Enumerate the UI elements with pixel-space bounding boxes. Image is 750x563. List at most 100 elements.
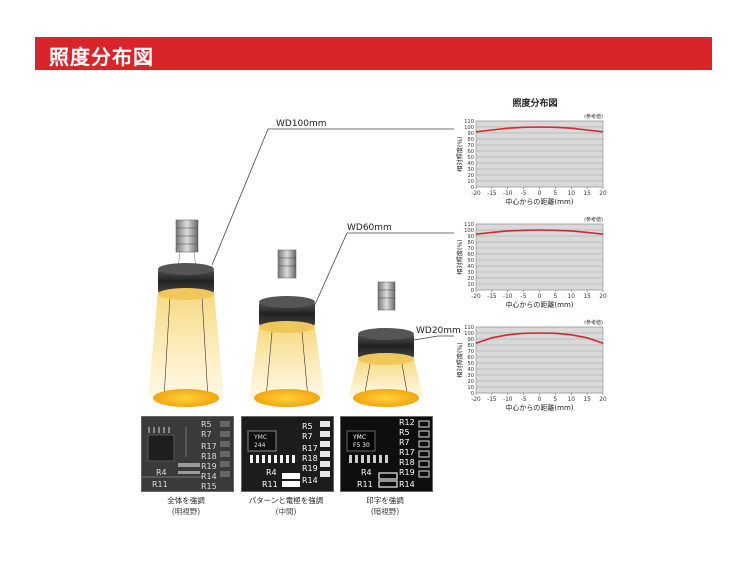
x-tick-label: 0 [538, 397, 542, 403]
y-axis-label: 相対照度(%) [456, 136, 464, 171]
pcb-label: R14 [399, 480, 415, 489]
y-tick-label: 80 [467, 137, 474, 143]
data-point [539, 126, 540, 128]
data-point [475, 233, 477, 235]
data-point [570, 230, 572, 232]
x-tick-label: 0 [538, 294, 542, 300]
y-tick-label: 30 [467, 167, 474, 173]
data-point [586, 337, 588, 339]
pcb-label: R5 [399, 428, 410, 437]
data-point [539, 332, 540, 334]
data-point [491, 337, 493, 339]
pcb-label: R12 [399, 418, 415, 427]
data-point [475, 342, 477, 344]
data-point [602, 233, 604, 235]
pcb-label: R18 [201, 452, 217, 461]
pcb-label: R17 [201, 442, 217, 451]
caption-title: 全体を強調 [167, 496, 205, 505]
y-tick-label: 110 [464, 325, 474, 331]
sample-image-bright-field: R5 R7 R17 R18 R19 R4 R11 R14 R15 [141, 416, 234, 492]
y-tick-label: 50 [467, 155, 474, 161]
x-tick-label: 20 [599, 397, 607, 403]
y-tick-label: 10 [467, 385, 474, 391]
x-tick-label: -15 [487, 397, 497, 403]
x-tick-label: 5 [554, 294, 558, 300]
y-tick-label: 90 [467, 234, 474, 240]
y-tick-label: 60 [467, 252, 474, 258]
caption-sub: (明視野) [171, 507, 201, 516]
pcb-image-3: YMC F5 30 R12 R5 R7 R17 R18 R19 R4 R11 R… [341, 417, 432, 491]
pcb-label: R19 [201, 462, 217, 471]
caption-title: パターンと電極を強調 [248, 496, 324, 505]
light-wd20 [348, 281, 424, 407]
wd20-label: WD20mm [416, 326, 461, 336]
sample-caption-3: 印字を強調 (暗視野) [325, 495, 445, 517]
page-title: 照度分布図 [49, 45, 154, 69]
caption-sub: (暗視野) [370, 507, 400, 516]
pcb-label: R19 [302, 464, 318, 473]
pcb-label: R11 [357, 480, 373, 489]
charts-title: 照度分布図 [512, 99, 558, 109]
sample-image-intermediate: YMC 244 R5 R7 R17 R18 R19 R4 R11 R14 [241, 416, 334, 492]
header-banner: 照度分布図 [35, 37, 712, 70]
data-point [507, 334, 509, 336]
y-tick-label: 0 [471, 288, 474, 294]
x-tick-label: 10 [568, 294, 576, 300]
x-axis-label: 中心からの距離(mm) [505, 403, 573, 412]
pcb-label: R11 [262, 480, 278, 489]
pcb-label: R7 [302, 432, 313, 441]
x-tick-label: 10 [568, 397, 576, 403]
plot-area [475, 120, 604, 188]
pcb-label: R7 [201, 430, 212, 439]
y-tick-label: 70 [467, 143, 474, 149]
y-tick-label: 100 [464, 228, 474, 234]
x-tick-label: 20 [599, 191, 607, 197]
reference-note: (参考値) [584, 319, 603, 326]
pcb-label: R5 [302, 422, 313, 431]
x-tick-label: 10 [568, 191, 576, 197]
data-point [570, 127, 572, 129]
pcb-label: R5 [201, 420, 212, 429]
wd100-label: WD100mm [276, 119, 327, 129]
y-tick-label: 80 [467, 240, 474, 246]
data-point [507, 127, 509, 129]
y-tick-label: 110 [464, 119, 474, 125]
y-tick-label: 100 [464, 125, 474, 131]
pcb-label: R17 [399, 448, 415, 457]
x-tick-label: 5 [554, 397, 558, 403]
y-axis-label: 相対照度(%) [456, 342, 464, 377]
y-tick-label: 0 [471, 185, 474, 191]
pcb-label: R17 [302, 444, 318, 453]
sample-caption-2: パターンと電極を強調 (中間) [226, 495, 346, 517]
x-tick-label: 15 [583, 294, 591, 300]
x-tick-label: -10 [503, 294, 513, 300]
data-point [523, 126, 525, 128]
y-tick-label: 20 [467, 276, 474, 282]
pcb-label: R4 [156, 468, 167, 477]
pcb-label: R11 [152, 480, 168, 489]
y-tick-label: 40 [467, 161, 474, 167]
pcb-label: F5 30 [353, 442, 370, 449]
reference-note: (参考値) [584, 216, 603, 223]
light-wd60 [249, 249, 325, 407]
x-tick-label: -5 [521, 294, 527, 300]
y-tick-label: 90 [467, 337, 474, 343]
data-point [523, 229, 525, 231]
y-tick-label: 90 [467, 131, 474, 137]
sample-caption-1: 全体を強調 (明視野) [126, 495, 246, 517]
pcb-label: R14 [201, 472, 217, 481]
y-tick-label: 70 [467, 349, 474, 355]
x-axis-label: 中心からの距離(mm) [505, 197, 573, 206]
pcb-label: R14 [302, 476, 318, 485]
pcb-label: 244 [254, 442, 266, 449]
pcb-label: R4 [266, 468, 277, 477]
y-tick-label: 60 [467, 149, 474, 155]
x-tick-label: -15 [487, 191, 497, 197]
data-point [586, 232, 588, 233]
pcb-label: R19 [399, 468, 415, 477]
